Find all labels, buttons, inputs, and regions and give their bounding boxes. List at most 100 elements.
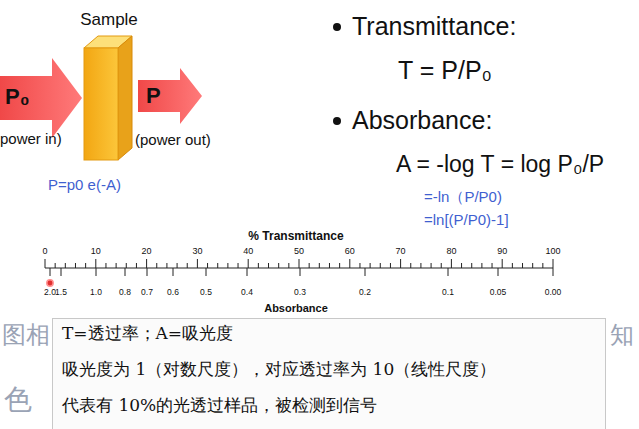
ruler-tick [227,263,228,268]
formula: P=p0 e(-A) [48,176,121,193]
ruler-tick [197,259,198,268]
ruler-tick [247,268,248,276]
side-label: (power out) [135,131,211,148]
scale-number: 0.7 [141,288,153,298]
ruler-tick [217,263,218,268]
ruler-tick [451,259,452,268]
scale-number: 20 [142,246,152,256]
ruler-tick [207,263,208,268]
ruler-tick [177,263,178,268]
ruler-tick [370,263,371,268]
scale-number: 10 [91,246,101,256]
ruler-tick [553,268,554,276]
ruler-tick [278,263,279,268]
ruler-tick [95,259,96,268]
ruler-tick [258,263,259,268]
ruler-tick [380,263,381,268]
ruler-tick [173,268,174,276]
ruler-tick [542,263,543,268]
side-label: power in) [0,130,62,147]
ruler-tick [206,268,207,276]
scale-title: Absorbance [264,302,328,315]
ruler-tick [126,263,127,268]
bullet-dots [333,23,341,125]
ruler-tick [146,259,147,268]
ruler-tick [125,268,126,276]
formula: T = P/P₀ [398,56,492,85]
ruler-tick [471,263,472,268]
ruler-tick [512,263,513,268]
scale-number: 30 [192,246,202,256]
bullet-heading: Absorbance: [352,106,492,135]
ruler-tick [238,263,239,268]
scale-number: 0.4 [241,288,253,298]
scale-number: 1.0 [90,288,102,298]
scale-number: 100 [545,246,560,256]
marker-dot [47,280,53,286]
scale-number: 90 [497,246,507,256]
bullet-heading: Transmittance: [352,12,516,41]
formula: =-ln（P/P0) [424,188,502,205]
ruler-tick [248,259,249,268]
ruler-tick [300,268,301,276]
scale-number: 0.00 [545,288,562,298]
scale-number: 0.8 [119,288,131,298]
ruler-tick [147,268,148,276]
ruler-tick [50,268,51,276]
ruler-tick [390,263,391,268]
ruler-tick [65,263,66,268]
ruler-tick [329,263,330,268]
arrow-shape [0,58,82,138]
ruler-tick [105,263,106,268]
ruler-tick [339,263,340,268]
scale-number: 0 [42,246,47,256]
scale-number: 60 [345,246,355,256]
ruler-tick [448,268,449,276]
caption-box: T=透过率；A=吸光度吸光度为 1（对数尺度），对应透过率为 10（线性尺度）代… [52,318,606,429]
ruler-tick [166,263,167,268]
ruler-tick [268,263,269,268]
ruler-tick [61,268,62,276]
ruler-tick [400,259,401,268]
ruler-tick [481,263,482,268]
sample-block: Sample [78,8,140,163]
scale-number: 40 [243,246,253,256]
ruler-tick [461,263,462,268]
ruler-tick [96,268,97,276]
ruler-tick [498,268,499,276]
transmittance-ruler [45,259,553,276]
node-label: P [146,83,161,108]
scale-number: 0.5 [200,288,212,298]
scale-title: % Transmittance [248,230,343,244]
scale-number: 0.05 [490,288,507,298]
ruler-tick [553,259,554,268]
caption-panel [53,319,606,429]
ruler-tick [431,263,432,268]
scale-number: 0.6 [167,288,179,298]
scale-number: 70 [396,246,406,256]
scale-number: 2.0 [44,288,56,298]
ruler-tick [187,263,188,268]
prism-side [118,36,132,160]
ruler-tick [299,259,300,268]
ruler-tick [349,259,350,268]
ruler-tick [522,263,523,268]
ruler-tick [288,263,289,268]
scale-number: 0.3 [294,288,306,298]
ruler-tick [319,263,320,268]
output-arrow: P [138,68,202,124]
ruler-tick [365,268,366,276]
ruler-tick [136,263,137,268]
scale-number: 1.5 [55,288,67,298]
bullet-dot [333,23,341,31]
ruler-tick [156,263,157,268]
scale-number: 50 [294,246,304,256]
scale-number: 0.2 [359,288,371,298]
ruler-tick [502,259,503,268]
node-label: Sample [80,10,138,30]
ruler-tick [309,263,310,268]
ruler-tick [410,263,411,268]
ruler-tick [85,263,86,268]
caption-line: 代表有 10%的光透过样品，被检测到信号 [62,396,377,416]
ruler-tick [492,263,493,268]
